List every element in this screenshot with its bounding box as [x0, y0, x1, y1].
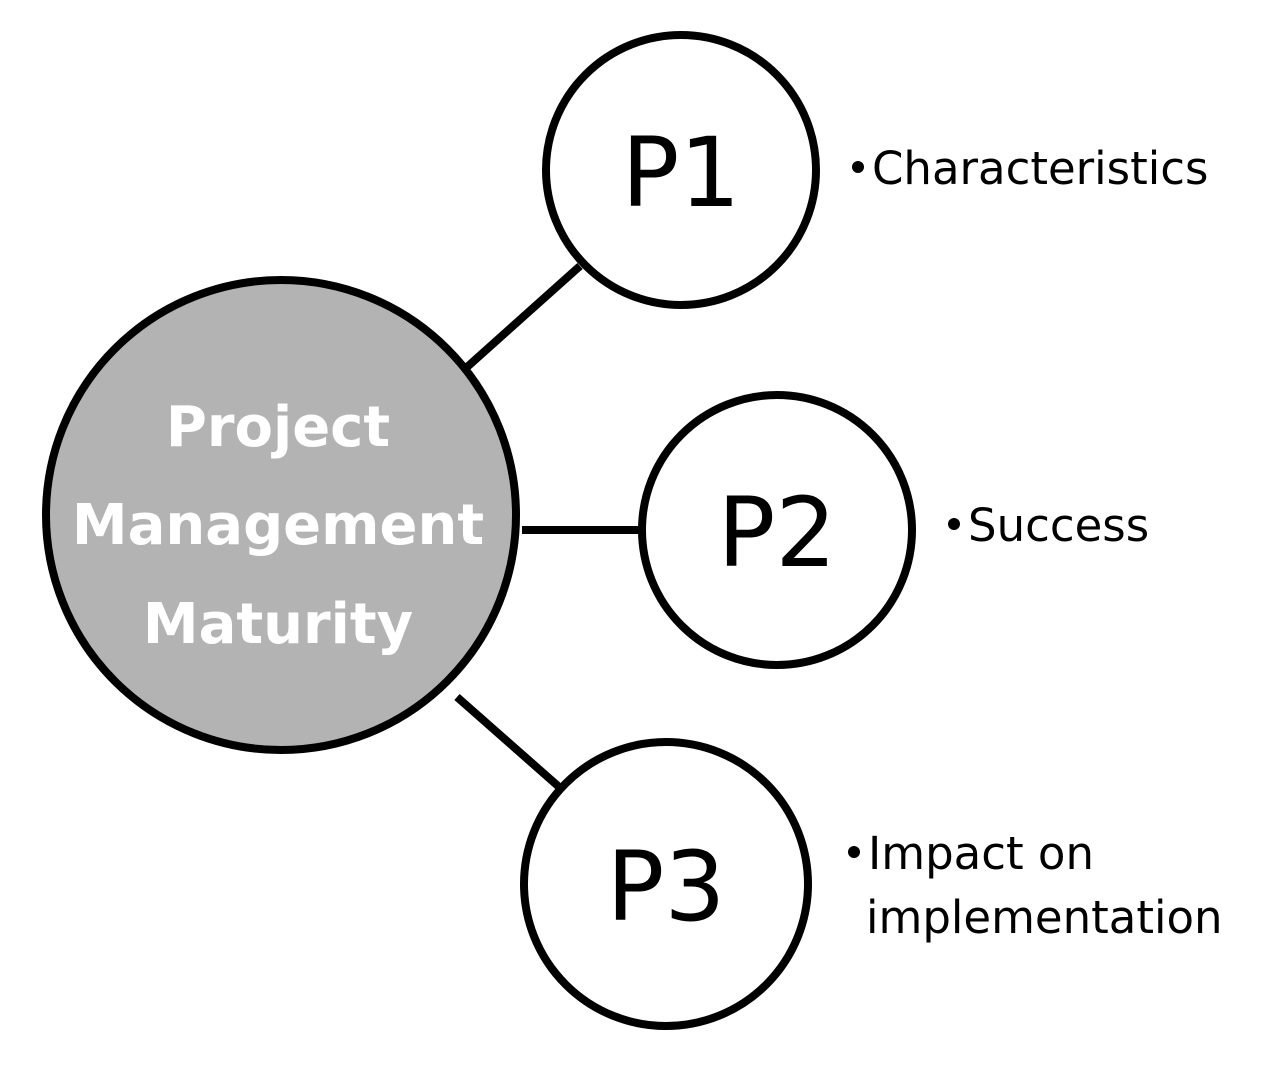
hub-label-line-1: Project: [166, 395, 390, 460]
hub-label-line-3: Maturity: [143, 592, 413, 657]
connector-hub-p1: [463, 263, 583, 371]
node-p2-circle: [638, 391, 916, 669]
description-p3: Impact on implementation: [848, 827, 1223, 944]
description-p1-line-1: Characteristics: [872, 142, 1208, 195]
description-p1: Characteristics: [852, 142, 1208, 195]
description-p2: Success: [948, 499, 1149, 552]
node-p1-circle: [542, 31, 820, 309]
hub-circle: [42, 276, 520, 754]
bullet-dot-icon: [948, 518, 960, 530]
node-p3: P3: [520, 738, 812, 1030]
bullet-dot-icon: [852, 161, 864, 173]
node-p1: P1: [542, 31, 820, 309]
hub-label-line-2: Management: [72, 493, 484, 558]
description-p3-line-2: implementation: [866, 891, 1223, 944]
node-p3-circle: [520, 738, 812, 1030]
description-p2-line-1: Success: [968, 499, 1149, 552]
node-p2: P2: [638, 391, 916, 669]
hub-node: Project Management Maturity: [42, 276, 520, 754]
bullet-dot-icon: [848, 846, 860, 858]
description-p3-line-1: Impact on: [868, 827, 1094, 880]
connector-hub-p3: [454, 693, 561, 790]
node-p2-label: P2: [718, 477, 837, 589]
node-p3-label: P3: [607, 831, 726, 943]
node-p1-label: P1: [622, 117, 741, 229]
